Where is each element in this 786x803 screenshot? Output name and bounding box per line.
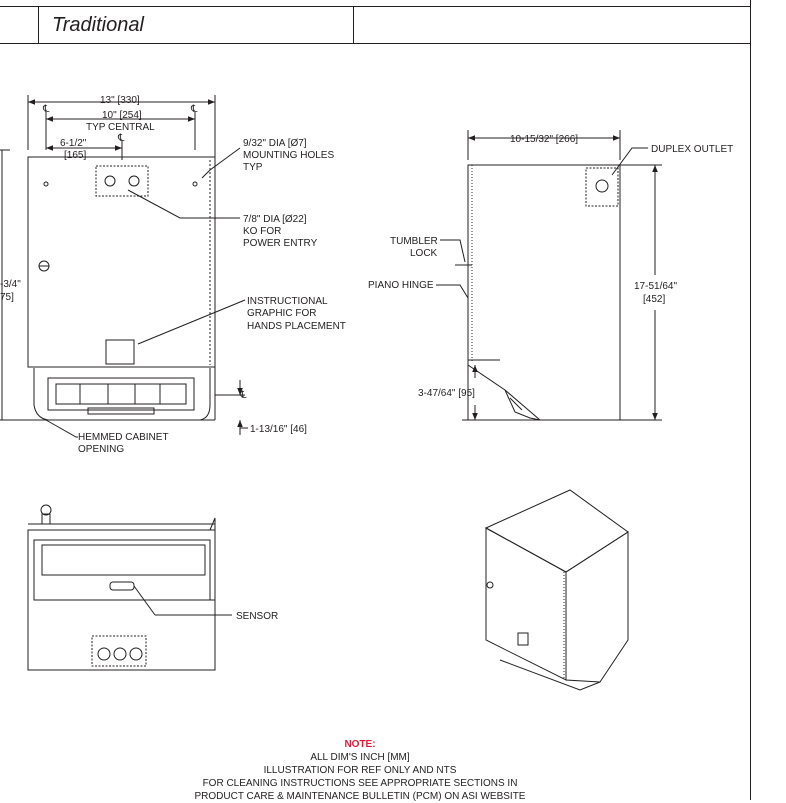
note-title: NOTE: <box>344 739 376 750</box>
ko-label-3: POWER ENTRY <box>243 238 318 249</box>
iso-side-face <box>565 531 629 683</box>
tumbler-lock-label-2: LOCK <box>410 248 438 259</box>
side-height-label-1: 17-51/64" <box>634 281 677 292</box>
mounting-holes-label-2: MOUNTING HOLES <box>243 150 334 161</box>
ko-label-2: KO FOR <box>243 226 281 237</box>
dryer-lower-unit <box>33 368 211 421</box>
drawing-note: NOTE: ALL DIM'S INCH [MM] ILLUSTRATION F… <box>130 738 590 803</box>
bottom-lock-key <box>40 504 52 516</box>
dim-overall-width: 13" [330] <box>100 95 140 106</box>
front-view-labels: 13" [330] 10" [254] TYP CENTRAL ℄ ℄ ℄ 6-… <box>0 95 346 455</box>
sensor-label: SENSOR <box>236 611 278 622</box>
note-line-1: ALL DIM'S INCH [MM] <box>310 752 410 763</box>
piano-hinge-label: PIANO HINGE <box>368 280 434 291</box>
hemmed-label-2: OPENING <box>78 444 124 455</box>
dim-offset-line-2: [165] <box>64 150 86 161</box>
graphic-label-1: INSTRUCTIONAL <box>247 296 328 307</box>
mounting-hole-right <box>192 181 198 187</box>
graphic-label-2: GRAPHIC FOR <box>247 308 316 319</box>
title-block-cell-left <box>0 7 39 43</box>
side-duplex-outlet <box>585 167 619 207</box>
hemmed-label-1: HEMMED CABINET <box>78 432 169 443</box>
mounting-hole-left <box>43 181 49 187</box>
duplex-outlet-label: DUPLEX OUTLET <box>651 144 733 155</box>
bottom-view-labels: SENSOR <box>236 611 278 622</box>
graphic-label-3: HANDS PLACEMENT <box>247 321 346 332</box>
instructional-graphic <box>105 339 135 365</box>
front-view <box>0 95 248 438</box>
isometric-view <box>484 489 629 691</box>
iso-lock <box>486 581 494 589</box>
side-body <box>467 164 621 421</box>
dim-center-note: TYP CENTRAL <box>86 122 155 133</box>
dim-depth: 10-15/32" [266] <box>510 134 578 145</box>
tumbler-lock-label-1: TUMBLER <box>390 236 438 247</box>
mounting-holes-label-1: 9/32" DIA [Ø7] <box>243 138 307 149</box>
centerline-mark-right: ℄ <box>190 104 198 115</box>
side-view-labels: 10-15/32" [266] DUPLEX OUTLET TUMBLER LO… <box>368 134 733 399</box>
bottom-view <box>27 504 232 671</box>
mounting-holes-label-3: TYP <box>243 162 263 173</box>
height-partial-2: 75] <box>0 292 14 303</box>
side-height-label-2: [452] <box>643 294 665 305</box>
title-block-cell-title: Traditional <box>38 7 354 43</box>
centerline-mark-left: ℄ <box>42 104 50 115</box>
centerline-mark-bottom: ℄ <box>239 390 247 401</box>
dim-bottom-front: 1-13/16" [46] <box>250 424 307 435</box>
side-view <box>436 130 662 421</box>
dim-center-width: 10" [254] <box>102 110 142 121</box>
iso-front-face <box>485 527 567 681</box>
page-title: Traditional <box>52 14 144 36</box>
iso-top-face <box>484 489 629 573</box>
note-line-4: PRODUCT CARE & MAINTENANCE BULLETIN (PCM… <box>194 791 526 802</box>
sensor-window <box>109 581 135 591</box>
title-block-row: Traditional <box>0 6 750 44</box>
ko-label-1: 7/8" DIA [Ø22] <box>243 214 307 225</box>
note-line-3: FOR CLEANING INSTRUCTIONS SEE APPROPRIAT… <box>202 778 518 789</box>
drawing-frame-border <box>750 0 751 800</box>
note-line-2: ILLUSTRATION FOR REF ONLY AND NTS <box>263 765 457 776</box>
dim-offset-line-1: 6-1/2" <box>60 138 87 149</box>
centerline-mark-center: ℄ <box>117 133 125 144</box>
duplex-outlet-box <box>95 165 149 197</box>
height-partial-1: -3/4" <box>0 279 21 290</box>
cabinet-body <box>27 156 216 368</box>
side-bottom-dim-label: 3-47/64" [95] <box>418 388 475 399</box>
